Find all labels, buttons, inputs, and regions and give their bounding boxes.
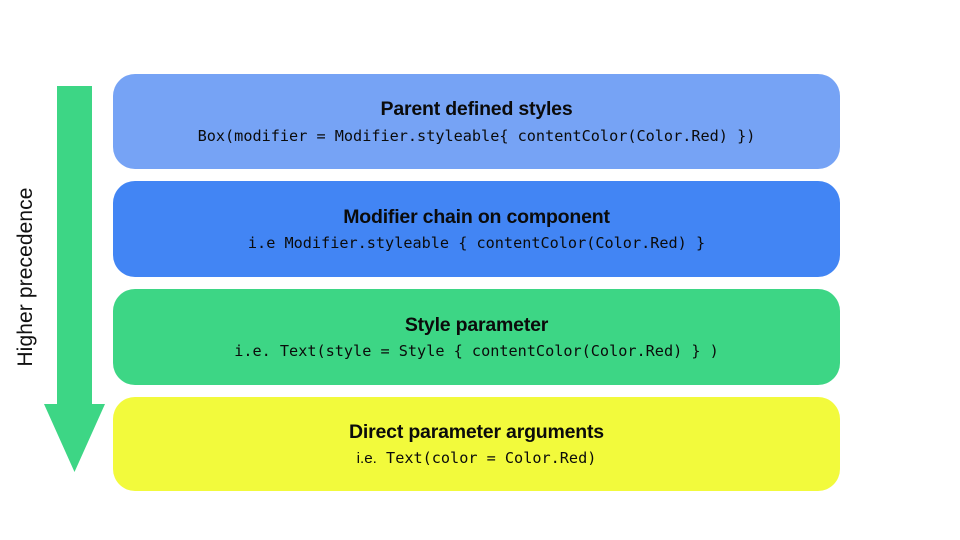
precedence-level-modifier-chain-on-component[interactable]: Modifier chain on component i.e Modifier… xyxy=(113,181,840,277)
level-code-text: i.e Modifier.styleable { contentColor(Co… xyxy=(247,234,706,253)
level-title: Parent defined styles xyxy=(380,98,573,121)
level-code-sample: i.e. Text(color = Color.Red) xyxy=(357,449,597,468)
precedence-level-parent-defined-styles[interactable]: Parent defined styles Box(modifier = Mod… xyxy=(113,74,840,169)
level-title: Style parameter xyxy=(404,313,549,336)
level-code-sample: i.e. Text(style = Style { contentColor(C… xyxy=(234,342,719,361)
level-code-text: Box(modifier = Modifier.styleable{ conte… xyxy=(197,126,756,145)
precedence-level-style-parameter[interactable]: Style parameter i.e. Text(style = Style … xyxy=(113,289,840,385)
level-title: Direct parameter arguments xyxy=(349,420,604,443)
precedence-level-direct-parameter-arguments[interactable]: Direct parameter arguments i.e. Text(col… xyxy=(113,397,840,491)
level-code-sample: i.e Modifier.styleable { contentColor(Co… xyxy=(248,234,705,253)
level-code-text: i.e. Text(style = Style { contentColor(C… xyxy=(234,342,719,361)
level-title: Modifier chain on component xyxy=(343,205,610,228)
level-code-prefix: i.e. xyxy=(356,450,377,468)
higher-precedence-label-text: Higher precedence xyxy=(14,187,37,367)
precedence-down-arrow-icon xyxy=(44,86,106,474)
level-code-text: Text(color = Color.Red) xyxy=(376,449,597,468)
level-code-sample: Box(modifier = Modifier.styleable{ conte… xyxy=(198,127,756,146)
